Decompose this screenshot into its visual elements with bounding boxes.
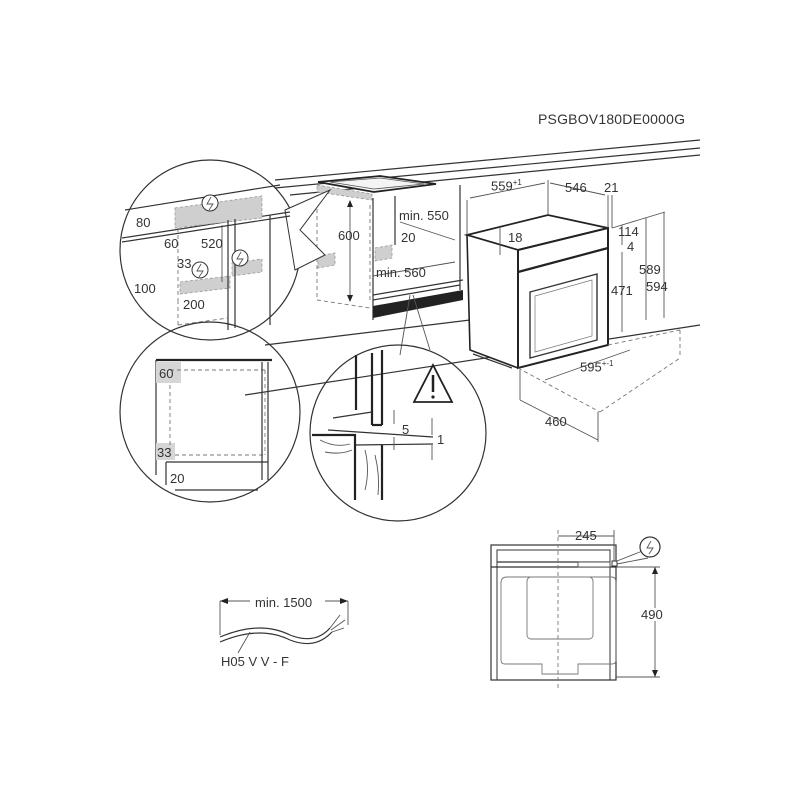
dim-559-tolerance: +1	[512, 178, 522, 187]
dim-18: 18	[508, 230, 523, 245]
dim-559: 559+1	[491, 178, 522, 194]
dim-200: 200	[183, 297, 205, 312]
dim-80: 80	[136, 215, 151, 230]
electrical-connection-icon	[191, 261, 209, 279]
dim-114: 114	[618, 224, 639, 239]
dim-490: 490	[641, 607, 663, 622]
model-number: PSGBOV180DE0000G	[538, 111, 686, 127]
dim-side-20: 20	[170, 471, 185, 486]
dim-side-33: 33	[157, 445, 172, 460]
cable-length: min. 1500	[255, 595, 313, 610]
dim-gap-5: 5	[402, 422, 410, 437]
dim-559-value: 559	[491, 178, 513, 194]
dim-520: 520	[201, 236, 223, 251]
dim-min-550: min. 550	[399, 208, 449, 223]
detail-circle-gap	[309, 344, 487, 522]
dim-33: 33	[177, 256, 192, 271]
dim-546: 546	[565, 180, 587, 195]
dim-21: 21	[604, 180, 619, 195]
dim-20: 20	[401, 230, 416, 245]
detail-circle-top-left	[119, 159, 332, 341]
cable-type: H05 V V - F	[221, 654, 289, 669]
dim-min-560: min. 560	[376, 265, 426, 280]
power-cable	[219, 598, 349, 654]
dim-595: 595+-1	[580, 359, 614, 375]
electrical-connection-icon	[231, 249, 249, 267]
dim-60: 60	[164, 236, 179, 251]
dim-100: 100	[134, 281, 156, 296]
electrical-connection-icon	[639, 536, 661, 558]
hob	[316, 175, 437, 201]
dim-4: 4	[627, 239, 635, 254]
dim-460: 460	[545, 414, 567, 429]
dim-594: 594	[646, 279, 668, 294]
electrical-connection-icon	[201, 194, 219, 212]
dim-245: 245	[575, 528, 597, 543]
dim-471: 471	[611, 283, 633, 298]
dim-589: 589	[639, 262, 661, 277]
oven-isometric	[463, 180, 681, 442]
dim-600: 600	[338, 228, 360, 243]
dim-595-value: 595	[580, 359, 602, 375]
detail-circle-side	[119, 321, 301, 503]
cabinet	[316, 185, 464, 356]
oven-front-view	[490, 530, 661, 690]
dim-gap-1: 1	[437, 432, 445, 447]
dim-595-tolerance: +-1	[601, 359, 614, 368]
dim-side-60: 60	[159, 366, 174, 381]
